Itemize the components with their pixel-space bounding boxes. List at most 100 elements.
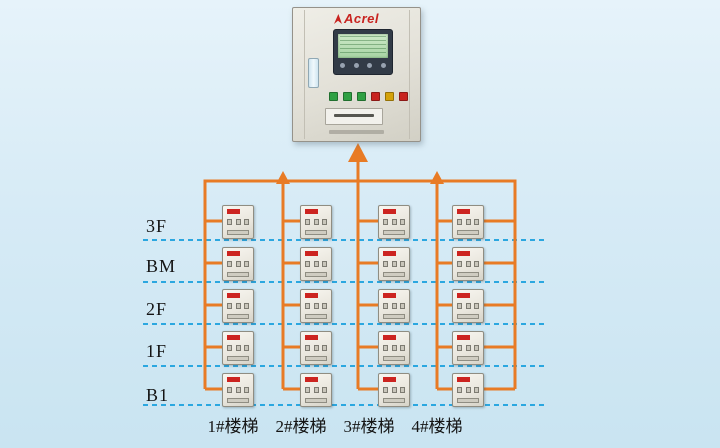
device-base [457,230,479,235]
device-brand-mark [383,293,396,298]
device-brand-mark [227,377,240,382]
device-terminals [227,387,249,393]
device-brand-mark [457,293,470,298]
device-module [300,331,332,365]
floor-label: B1 [146,385,170,405]
device-brand-mark [383,377,396,382]
device-base [457,356,479,361]
floor-label: 1F [146,341,168,361]
stairwell-label: 3#楼梯 [343,417,395,436]
device-brand-mark [305,251,318,256]
cabinet-door-seam [304,10,305,139]
device-module [452,289,484,323]
floor-divider-line [143,365,548,367]
device-module [222,205,254,239]
floor-divider-line [143,404,548,406]
device-base [227,230,249,235]
device-terminals [383,261,405,267]
device-base [383,398,405,403]
device-module [452,373,484,407]
device-module [300,289,332,323]
device-terminals [227,345,249,351]
device-terminals [457,219,479,225]
device-base [305,314,327,319]
device-module [378,289,410,323]
device-terminals [383,345,405,351]
device-module [452,247,484,281]
device-module [378,247,410,281]
device-base [227,272,249,277]
acrel-logo-icon [333,14,342,24]
device-base [383,230,405,235]
device-terminals [457,387,479,393]
device-stub-lines [205,219,515,391]
device-base [227,314,249,319]
floor-divider-line [143,281,548,283]
device-module [378,331,410,365]
device-module [300,247,332,281]
floor-label: 3F [146,216,168,236]
device-brand-mark [227,209,240,214]
device-terminals [457,303,479,309]
level-gauge [308,58,319,88]
green-indicator [329,92,338,101]
device-brand-mark [457,335,470,340]
device-brand-mark [383,209,396,214]
device-brand-mark [227,293,240,298]
device-module [378,205,410,239]
device-brand-mark [383,335,396,340]
device-brand-mark [227,251,240,256]
device-module [222,331,254,365]
device-brand-mark [383,251,396,256]
riser-arrowhead [348,143,368,162]
acrel-logo: Acrel [293,11,420,26]
device-base [305,272,327,277]
floor-divider-line [143,323,548,325]
red-indicator [371,92,380,101]
red-indicator [399,92,408,101]
printer-slot [325,108,383,125]
device-module [300,373,332,407]
device-terminals [227,303,249,309]
keypad-buttons [340,63,386,68]
lcd-screen [338,34,388,58]
device-base [305,356,327,361]
device-module [452,331,484,365]
device-terminals [383,303,405,309]
device-base [227,356,249,361]
device-brand-mark [457,209,470,214]
floor-label: BM [146,256,177,276]
device-terminals [305,387,327,393]
device-terminals [305,261,327,267]
device-brand-mark [227,335,240,340]
device-base [305,398,327,403]
device-brand-mark [305,209,318,214]
device-base [457,314,479,319]
device-module [300,205,332,239]
device-base [457,398,479,403]
cabinet-door-seam [409,10,410,139]
device-brand-mark [305,377,318,382]
device-terminals [227,219,249,225]
device-terminals [305,303,327,309]
device-brand-mark [305,293,318,298]
floor-label: 2F [146,299,168,319]
brand-text: Acrel [343,11,380,26]
stairwell-label: 1#楼梯 [207,417,259,436]
yellow-indicator [385,92,394,101]
device-terminals [457,261,479,267]
device-base [383,356,405,361]
device-module [222,373,254,407]
floor-divider-line [143,239,548,241]
device-terminals [383,219,405,225]
device-module [378,373,410,407]
bus-arrowhead-2 [276,171,290,184]
bus-outer-line [203,179,517,389]
device-terminals [383,387,405,393]
stairwell-label: 4#楼梯 [411,417,463,436]
device-brand-mark [457,251,470,256]
bus-arrowhead-4 [430,171,444,184]
indicator-lights [329,92,408,101]
